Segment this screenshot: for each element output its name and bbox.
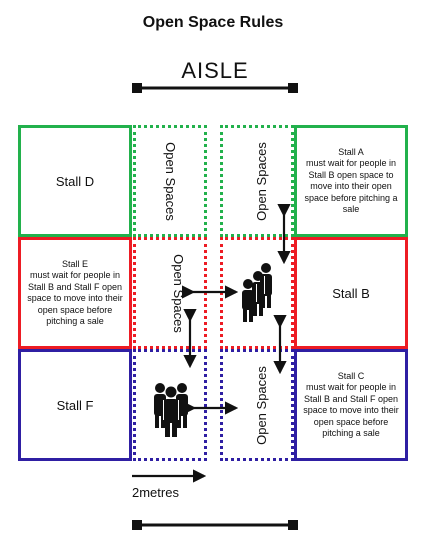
stall-b-label: Stall B [332, 285, 370, 301]
open-space-e: Open Spaces [133, 237, 207, 349]
stall-d: Stall D [18, 125, 132, 237]
stall-e-note: Stall E must wait for people in Stall B … [27, 258, 123, 327]
page-title: Open Space Rules [142, 14, 284, 31]
stall-c-note: Stall C must wait for people in Stall B … [303, 370, 399, 439]
stall-b: Stall B [294, 237, 408, 349]
open-space-a: Open Spaces [220, 125, 294, 237]
people-group-icon [154, 383, 188, 437]
stall-a-note: Stall A must wait for people in Stall B … [304, 146, 398, 215]
stall-e: Stall E must wait for people in Stall B … [18, 237, 132, 349]
aisle-label: AISLE [181, 58, 249, 83]
open-space-c-label: Open Spaces [253, 365, 269, 445]
stall-a: Stall A must wait for people in Stall B … [294, 125, 408, 237]
open-space-d: Open Spaces [133, 125, 207, 237]
aisle-bar-bottom [132, 520, 298, 530]
stall-d-label: Stall D [55, 173, 95, 189]
people-group-icon [242, 263, 272, 322]
open-space-d-label: Open Spaces [162, 141, 178, 221]
open-space-c: Open Spaces [220, 349, 294, 461]
stall-c: Stall C must wait for people in Stall B … [294, 349, 408, 461]
stall-f-label: Stall F [56, 397, 94, 413]
distance-label: 2metres [132, 485, 179, 500]
aisle-bar-top [132, 83, 298, 93]
open-space-e-label: Open Spaces [170, 253, 186, 333]
stall-f: Stall F [18, 349, 132, 461]
open-space-a-label: Open Spaces [253, 141, 269, 221]
